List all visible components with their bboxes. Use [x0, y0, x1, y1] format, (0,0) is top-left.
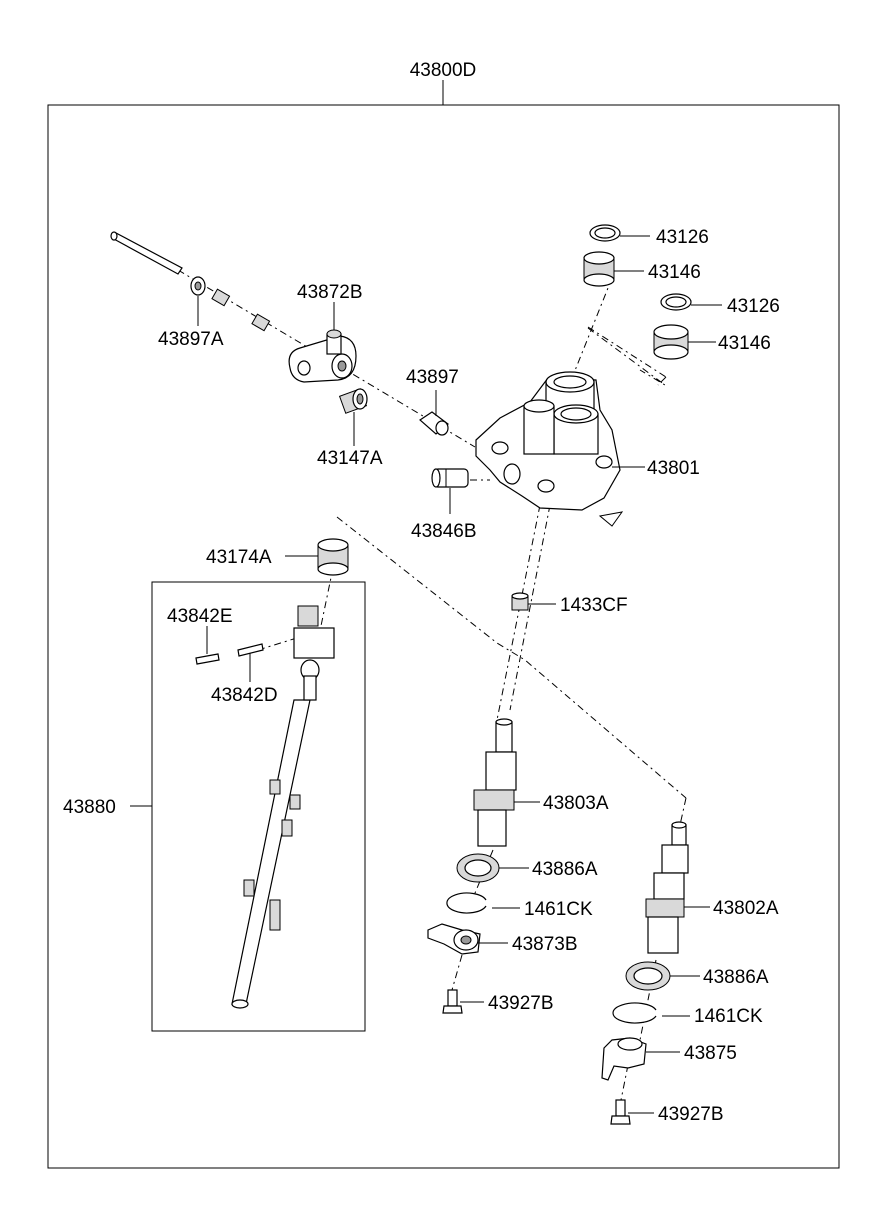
washer-43897A-part — [190, 276, 206, 296]
pin-43842D-part — [237, 643, 264, 657]
lever-43872B-part — [288, 329, 357, 383]
label-43803A: 43803A — [543, 793, 609, 814]
bearing-43886A-left-part — [456, 853, 500, 883]
needle-bearing-43146-top-part — [583, 251, 615, 287]
kit-label: 43880 — [63, 797, 116, 818]
label-43842E: 43842E — [167, 606, 233, 627]
label-43927B-left: 43927B — [488, 993, 554, 1014]
long-pin-part — [110, 231, 183, 275]
label-43897A: 43897A — [158, 329, 224, 350]
label-43146-mid: 43146 — [718, 333, 771, 354]
shaft-43803A-part — [473, 718, 517, 847]
label-43126-mid: 43126 — [727, 296, 780, 317]
label-43873B: 43873B — [512, 934, 578, 955]
label-43174A: 43174A — [206, 547, 272, 568]
lever-43873B-part — [427, 923, 481, 955]
label-43846B: 43846B — [411, 521, 477, 542]
label-43146-top: 43146 — [648, 262, 701, 283]
bearing-43886A-right-part — [625, 961, 671, 991]
label-43126-top: 43126 — [656, 227, 709, 248]
label-43886A-right: 43886A — [703, 967, 769, 988]
bushing-43147A-part — [338, 388, 368, 414]
bushing-43174A-part — [317, 538, 349, 576]
bushing-1433CF-part — [511, 592, 529, 611]
shift-rail-43880-part — [231, 605, 335, 1009]
lever-43875-part — [601, 1037, 647, 1081]
snap-ring-1461CK-left-part — [446, 892, 487, 914]
label-43886A-left: 43886A — [532, 859, 598, 880]
label-43872B: 43872B — [297, 282, 363, 303]
label-43147A: 43147A — [317, 448, 383, 469]
plug-43846B-part — [431, 468, 469, 488]
label-43875: 43875 — [684, 1043, 737, 1064]
bolt-43927B-left-part — [442, 989, 463, 1014]
sleeve-43897-part — [419, 411, 449, 436]
seal-ring-43126-mid-part — [660, 293, 692, 311]
label-43801: 43801 — [647, 458, 700, 479]
shaft-43802A-part — [645, 821, 689, 954]
label-1461CK-right: 1461CK — [694, 1006, 763, 1027]
housing-43801-part — [475, 371, 624, 527]
assembly-label: 43800D — [410, 60, 477, 81]
label-1433CF: 1433CF — [560, 595, 628, 616]
needle-bearing-43146-mid-part — [653, 324, 689, 360]
pin-43842E-part — [195, 653, 220, 665]
label-43842D: 43842D — [211, 685, 278, 706]
label-43802A: 43802A — [713, 898, 779, 919]
seal-ring-43126-top-part — [589, 224, 621, 242]
label-1461CK-left: 1461CK — [524, 899, 593, 920]
bolt-43927B-right-part — [610, 1099, 631, 1125]
bushing-small-part — [211, 288, 271, 332]
label-43927B-right: 43927B — [658, 1104, 724, 1125]
snap-ring-1461CK-right-part — [612, 1002, 657, 1024]
label-43897: 43897 — [406, 367, 459, 388]
